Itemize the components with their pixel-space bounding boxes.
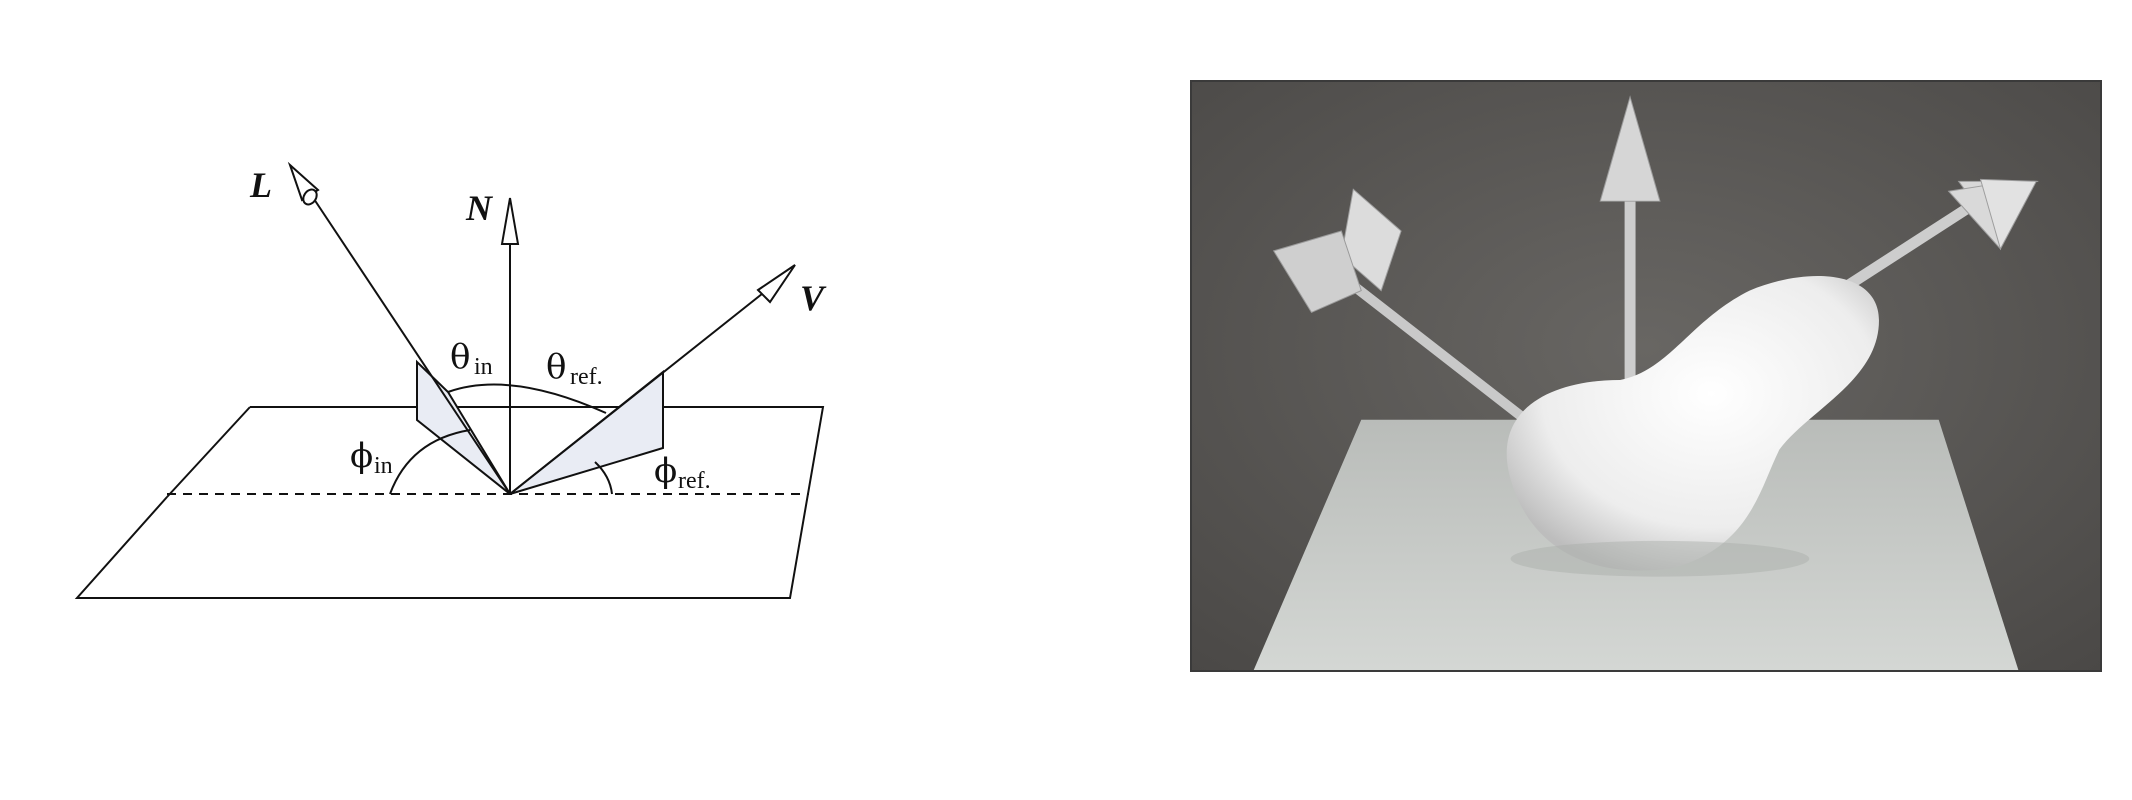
surface-plane-left-edge-upper — [166, 406, 251, 498]
view-vector-arrowhead — [756, 264, 796, 304]
phi-ref-arc — [594, 461, 613, 495]
light-arrow-fletching-upper — [1340, 188, 1402, 292]
probe-object-shadow — [1510, 540, 1810, 577]
normal-arrow-head — [1599, 95, 1661, 202]
view-vector-shaft — [509, 285, 773, 495]
rendered-probe-illustration — [1190, 80, 2102, 672]
phi-in-symbol: ϕ — [350, 436, 373, 476]
view-arrow-tip — [1979, 178, 2038, 251]
theta-in-symbol: θ — [450, 337, 470, 377]
light-vector-shaft — [307, 189, 511, 495]
light-vector-tail-ring — [302, 188, 318, 206]
normal-vector-label: N — [465, 188, 494, 228]
surface-probe-object — [1506, 275, 1879, 571]
theta-ref-symbol: θ — [546, 347, 566, 387]
light-arrow-fletching-lower — [1272, 230, 1362, 314]
theta-arc — [447, 383, 607, 414]
phi-ref-subscript: ref. — [678, 468, 711, 494]
phi-in-subscript: in — [374, 453, 393, 479]
theta-in-subscript: in — [474, 354, 493, 380]
theta-ref-subscript: ref. — [570, 364, 603, 390]
view-vector-label: V — [800, 278, 827, 318]
light-vector-label: L — [249, 165, 272, 205]
reflection-geometry-diagram: L N V θ in θ ref. ϕ in ϕ ref. — [74, 161, 827, 599]
phi-in-arc — [389, 429, 471, 495]
phi-ref-symbol: ϕ — [654, 451, 677, 491]
normal-vector-arrowhead — [500, 197, 520, 245]
